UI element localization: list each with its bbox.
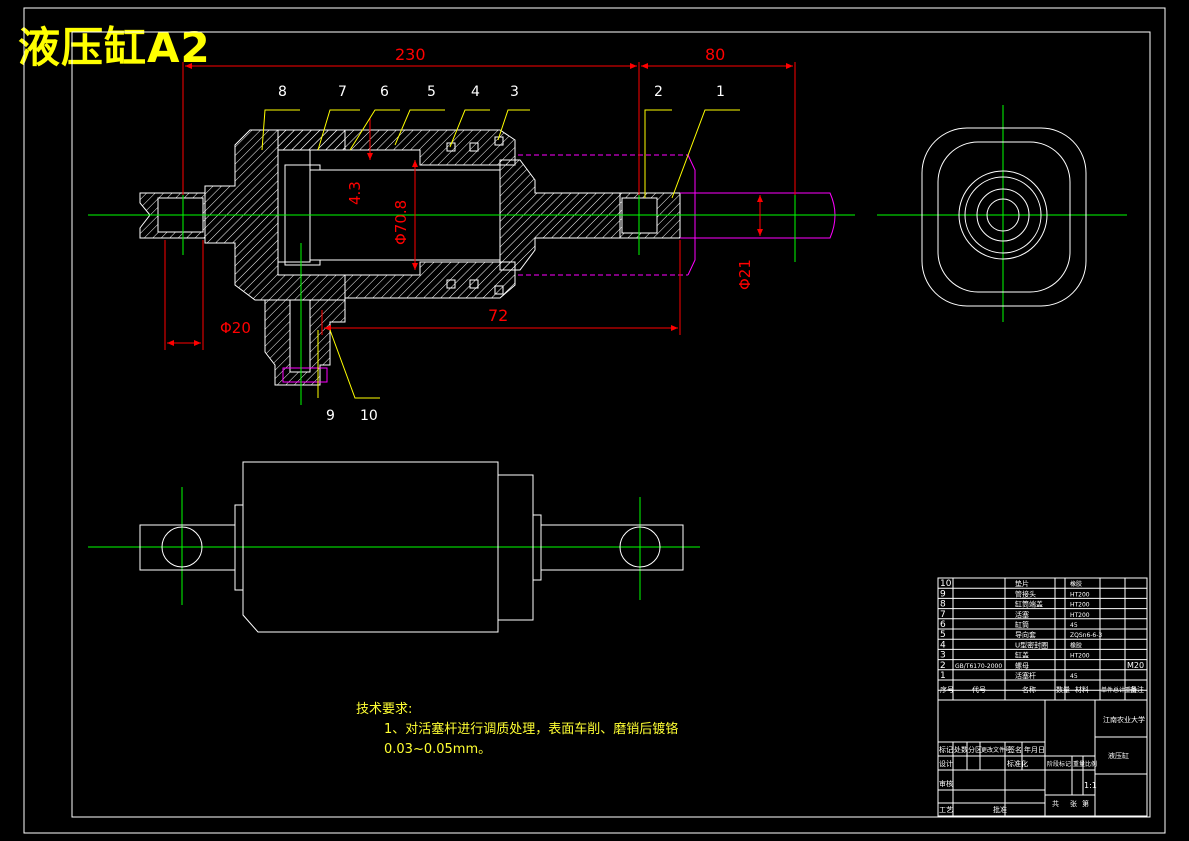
- hdr-qty: 数量: [1056, 685, 1070, 694]
- tb-count: 处数: [954, 745, 968, 754]
- balloon-9: 9: [326, 408, 335, 424]
- parts-cell-no: 6: [940, 620, 946, 630]
- tb-design: 设计: [939, 759, 953, 768]
- parts-cell-material: HT200: [1070, 612, 1090, 619]
- tb-stage: 阶段标记: [1047, 760, 1071, 768]
- tb-scale: 1:1: [1084, 781, 1097, 790]
- parts-cell-name: 缸筒: [1015, 620, 1029, 629]
- hdr-no: 序号: [940, 685, 954, 694]
- parts-cell-name: 缸筒端盖: [1015, 600, 1043, 609]
- parts-cell-no: 7: [940, 610, 946, 620]
- section-view: [139, 129, 681, 386]
- balloon-6: 6: [380, 84, 389, 100]
- inner-frame: [71, 31, 1151, 818]
- parts-cell-name: 管接头: [1015, 589, 1036, 598]
- tb-drawing-name: 液压缸: [1108, 751, 1129, 760]
- tb-process: 工艺: [939, 806, 953, 814]
- dim-phi20: Φ20: [220, 319, 251, 337]
- balloon-2: 2: [654, 84, 663, 100]
- parts-cell-material: HT200: [1070, 591, 1090, 598]
- dim-phi70-8: Φ70.8: [392, 200, 410, 245]
- parts-cell-no: 9: [940, 589, 946, 599]
- parts-cell-name: 垫片: [1015, 579, 1029, 588]
- balloon-1: 1: [716, 84, 725, 100]
- drawing-title: 液压缸A2: [18, 23, 211, 72]
- balloon-10: 10: [360, 408, 378, 424]
- parts-cell-material: 45: [1070, 673, 1078, 680]
- technical-requirements: 技术要求: 1、对活塞杆进行调质处理，表面车削、磨销后镀铬 0.03~0.05m…: [356, 700, 678, 760]
- tb-sheet-no: 第: [1082, 799, 1089, 808]
- hdr-material: 材料: [1075, 685, 1089, 694]
- dim-72: 72: [488, 306, 508, 325]
- parts-cell-no: 2: [940, 661, 946, 671]
- tech-heading: 技术要求:: [356, 702, 413, 717]
- parts-cell-material: 橡胶: [1070, 580, 1082, 588]
- dimension-lines: [164, 62, 796, 350]
- balloon-3: 3: [510, 84, 519, 100]
- leader-lines: [261, 109, 740, 399]
- side-view: [921, 127, 1087, 307]
- tb-sign: 签名: [1008, 745, 1022, 754]
- dim-80: 80: [705, 45, 725, 64]
- balloon-5: 5: [427, 84, 436, 100]
- parts-cell-no: 4: [940, 640, 946, 650]
- parts-cell-no: 5: [940, 630, 946, 640]
- tb-doc: 更改文件号: [981, 746, 1011, 754]
- parts-cell-no: 1: [940, 671, 946, 681]
- parts-cell-material: 橡胶: [1070, 641, 1082, 649]
- tb-approve: 批准: [993, 805, 1007, 814]
- balloon-labels: 1 2 3 4 5 6 7 8 9 10: [278, 84, 725, 424]
- balloon-7: 7: [338, 84, 347, 100]
- hdr-name: 名称: [1022, 685, 1036, 694]
- tb-sheets: 共: [1052, 799, 1059, 808]
- parts-cell-no: 3: [940, 651, 946, 661]
- dim-phi21: Φ21: [736, 259, 754, 290]
- outer-frame: [23, 7, 1166, 834]
- tb-date: 年月日: [1024, 745, 1045, 754]
- parts-cell-std: GB/T6170-2000: [955, 663, 1002, 670]
- hdr-std: 代号: [972, 685, 986, 694]
- tb-review: 审核: [939, 779, 953, 788]
- tb-std: 标准化: [1007, 759, 1028, 768]
- hdr-weight: 单件总计重量: [1101, 686, 1137, 694]
- parts-cell-name: 活塞: [1015, 610, 1029, 619]
- parts-cell-material: HT200: [1070, 602, 1090, 609]
- tb-zone: 分区: [968, 745, 982, 754]
- tech-line-2: 0.03~0.05mm。: [384, 742, 492, 757]
- parts-cell-name: 螺母: [1015, 661, 1029, 670]
- parts-cell-note: M20: [1127, 661, 1144, 670]
- parts-cell-material: HT200: [1070, 653, 1090, 660]
- parts-table: [937, 577, 1148, 817]
- parts-cell-no: 10: [940, 579, 952, 589]
- balloon-8: 8: [278, 84, 287, 100]
- tb-weight: 重量: [1073, 760, 1085, 768]
- top-view: [139, 461, 684, 633]
- balloon-4: 4: [471, 84, 480, 100]
- tb-sheet-of: 张: [1070, 799, 1077, 808]
- dim-4-3: 4.3: [346, 181, 364, 205]
- tb-mark: 标记: [939, 745, 953, 754]
- parts-cell-name: U型密封圈: [1015, 640, 1048, 649]
- parts-cell-material: ZQSn6-6-3: [1070, 632, 1102, 639]
- parts-cell-name: 导向套: [1015, 630, 1036, 639]
- parts-cell-material: 45: [1070, 622, 1078, 629]
- dim-230: 230: [395, 45, 426, 64]
- hdr-note: 备注: [1130, 685, 1144, 694]
- parts-cell-name: 活塞杆: [1015, 671, 1036, 680]
- tech-line-1: 1、对活塞杆进行调质处理，表面车削、磨销后镀铬: [384, 722, 679, 737]
- parts-cell-no: 8: [940, 600, 946, 610]
- tb-ratio: 比例: [1085, 760, 1097, 768]
- parts-cell-name: 缸盖: [1015, 651, 1029, 660]
- tb-school: 江南农业大学: [1103, 715, 1145, 724]
